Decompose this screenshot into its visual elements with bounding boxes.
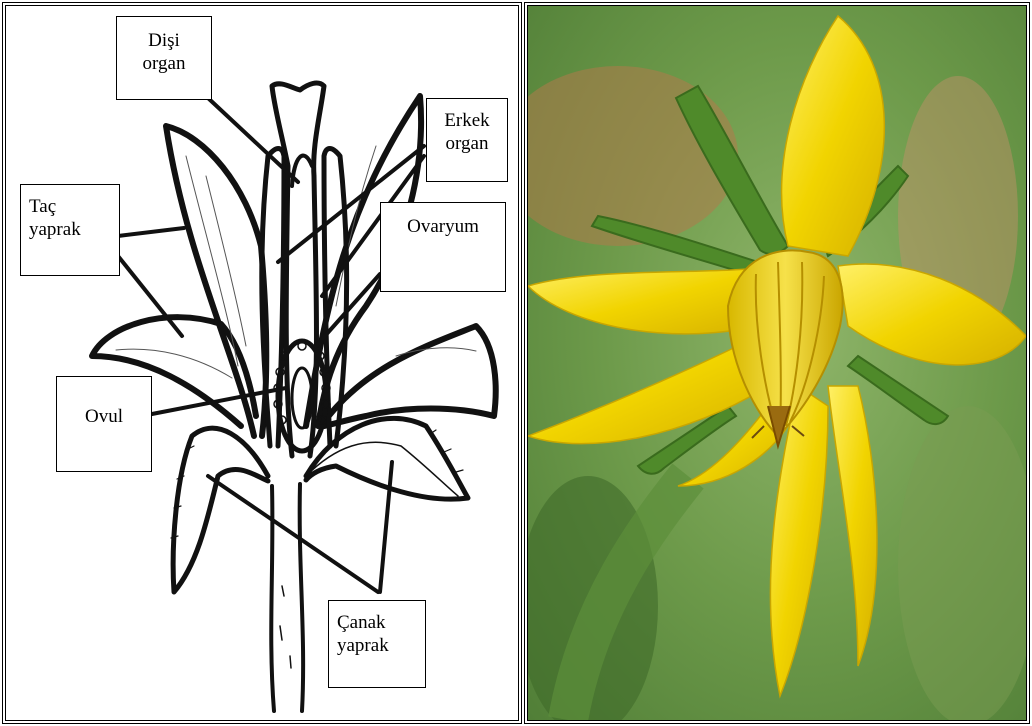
label-canak-yaprak: Çanak yaprak xyxy=(328,600,426,688)
label-disi-organ: Dişi organ xyxy=(116,16,212,100)
label-ovul: Ovul xyxy=(56,376,152,472)
petal-right-lower xyxy=(324,326,496,426)
label-erkek-organ: Erkek organ xyxy=(426,98,508,182)
flower-diagram-panel: Dişi organ Erkek organ Ovaryum Taç yapra… xyxy=(2,2,522,724)
flower-photo-panel xyxy=(524,2,1030,724)
stem-right-edge xyxy=(300,484,303,711)
sepal-left xyxy=(173,428,268,592)
tomato-flower-photo xyxy=(528,6,1026,720)
label-ovaryum: Ovaryum xyxy=(380,202,506,292)
label-tac-yaprak: Taç yaprak xyxy=(20,184,120,276)
